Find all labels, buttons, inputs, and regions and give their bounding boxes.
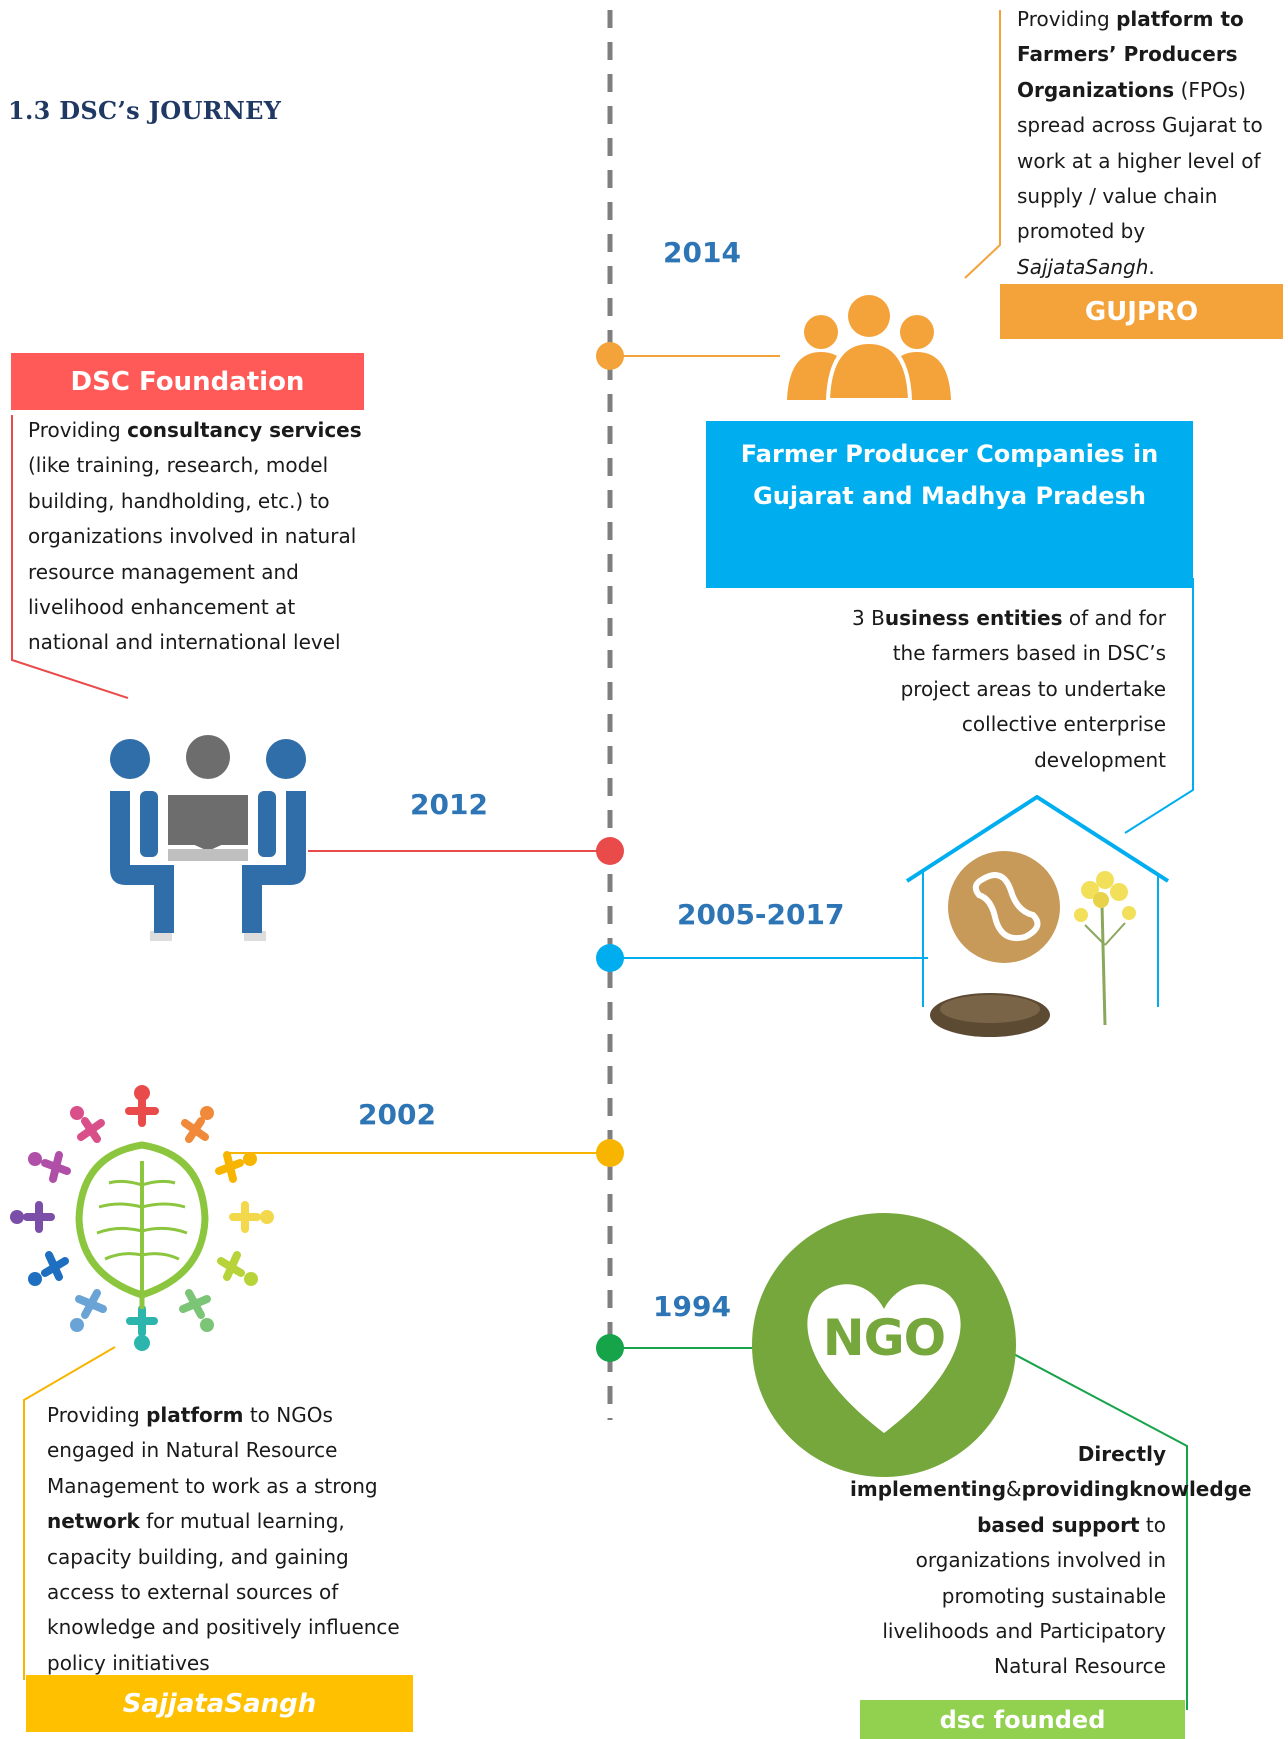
year-2005-2017: 2005-2017 [677,898,845,931]
farm-produce-house-icon [905,795,1170,1037]
dsc-foundation-description: Providing consultancy services (like tra… [28,418,362,655]
timeline-dot-1994 [596,1334,624,1362]
timeline-dot-2005 [596,944,624,972]
ngo-text: NGO [822,1309,946,1367]
gujpro-description: Providing platform to Farmers’ Producers… [1017,7,1263,279]
sajjatasangh-label: SajjataSangh [26,1675,413,1732]
dsc-founded-label: dsc founded [860,1700,1185,1739]
year-2002: 2002 [358,1098,436,1131]
gujpro-label: GUJPRO [1000,284,1283,339]
year-2014: 2014 [663,236,741,269]
people-group-icon [787,295,951,400]
timeline-dot-2002 [596,1139,624,1167]
consultancy-meeting-icon [110,735,306,941]
year-2012: 2012 [410,788,488,821]
sajjata-description: Providing platform to NGOs engaged in Na… [47,1403,400,1675]
section-heading: 1.3 DSC’s JOURNEY [8,96,282,125]
timeline-dot-2012 [596,837,624,865]
heart-icon [807,1284,961,1433]
dsc-founded-description: Directly implementing&providingknowledge… [850,1442,1252,1679]
sajjatasangh-logo-icon [10,1085,274,1351]
ngo-circle: NGO [752,1213,1016,1477]
year-1994: 1994 [653,1290,731,1323]
timeline-dot-2014 [596,342,624,370]
fpc-description: 3 Business entities of and for the farme… [852,606,1166,772]
fpc-label: Farmer Producer Companies in Gujarat and… [706,421,1193,588]
dsc-foundation-label: DSC Foundation [11,353,364,410]
